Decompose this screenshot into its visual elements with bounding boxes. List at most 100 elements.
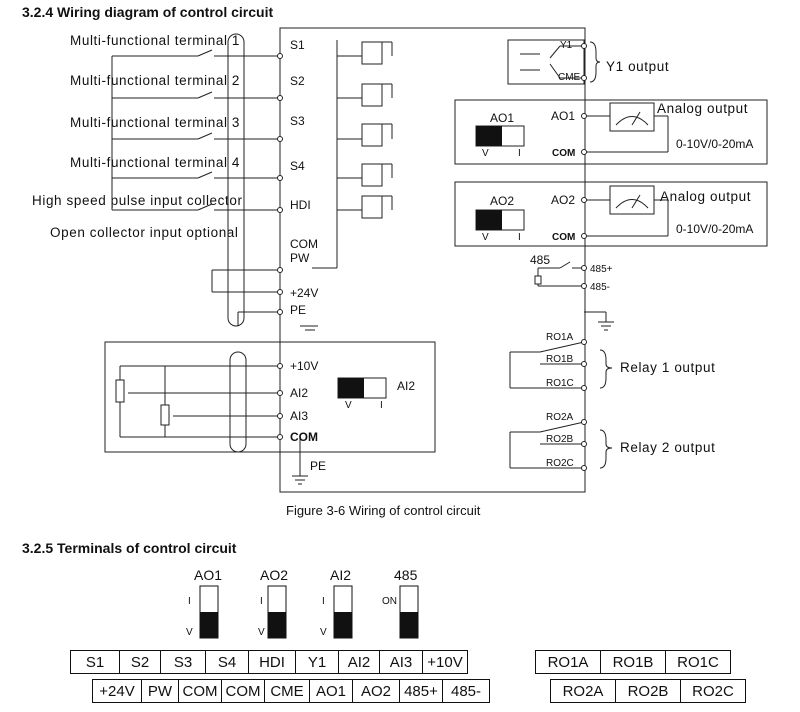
- optocoupler-column: [312, 40, 393, 269]
- dip-ao2-bottom: V: [258, 627, 265, 638]
- terminal-cell: S3: [160, 650, 206, 674]
- ao2-switch-v: V: [482, 232, 489, 243]
- ao2-switch-i: I: [518, 232, 521, 243]
- terminal-cell: 485+: [399, 679, 443, 703]
- dip-ao2-top: I: [260, 596, 263, 607]
- ao2-term: AO2: [551, 193, 575, 207]
- relay2-label: Relay 2 output: [620, 440, 715, 455]
- dip-485-name: 485: [394, 567, 418, 583]
- relay2-c: RO2C: [546, 458, 574, 469]
- potentiometer-wiring: [115, 325, 318, 485]
- left-label-2: Multi-functional terminal 2: [70, 73, 240, 88]
- dip-485-top: ON: [382, 596, 397, 607]
- terminal-cell: AO1: [309, 679, 353, 703]
- dip-ao1-top: I: [188, 596, 191, 607]
- terminal-cell: +10V: [422, 650, 468, 674]
- analog-input-box: [104, 341, 436, 453]
- terminal-cell: 485-: [442, 679, 490, 703]
- ai2-switch-label: AI2: [397, 379, 415, 393]
- relay1-wiring: [509, 339, 613, 391]
- dip-ai2-bottom: V: [320, 627, 327, 638]
- rs485-plus: 485+: [590, 264, 613, 275]
- term-s4: S4: [290, 159, 305, 173]
- ao2-analog-label: Analog output: [660, 189, 751, 204]
- terminal-cell: AI2: [338, 650, 380, 674]
- ai2-switch: [337, 377, 387, 399]
- relay-cell: RO2A: [550, 679, 616, 703]
- ao1-analog-label: Analog output: [657, 101, 748, 116]
- terminal-row-bottom: +24V PW COM COM CME AO1 AO2 485+ 485-: [92, 679, 490, 703]
- term-s2: S2: [290, 74, 305, 88]
- term-s1: S1: [290, 38, 305, 52]
- term-s3: S3: [290, 114, 305, 128]
- terminal-cell: +24V: [92, 679, 142, 703]
- y1-block: [507, 39, 601, 85]
- terminal-cell: S2: [119, 650, 161, 674]
- relay1-c: RO1C: [546, 378, 574, 389]
- relay-cell: RO1A: [535, 650, 601, 674]
- dip-ao2-name: AO2: [260, 567, 288, 583]
- term-ai2: AI2: [290, 386, 308, 400]
- dip-ai2-name: AI2: [330, 567, 351, 583]
- ao2-switch-label: AO2: [490, 194, 514, 208]
- cme-term: CME: [558, 72, 581, 83]
- input-switch-lines: [111, 33, 278, 327]
- relay1-b: RO1B: [546, 354, 574, 365]
- terminal-cell: COM: [178, 679, 222, 703]
- relay1-label: Relay 1 output: [620, 360, 715, 375]
- left-label-1: Multi-functional terminal 1: [70, 33, 240, 48]
- terminal-cell: Y1: [295, 650, 339, 674]
- ai2-switch-v: V: [345, 400, 352, 411]
- relay-row-top: RO1A RO1B RO1C: [535, 650, 731, 674]
- term-pw: PW: [290, 251, 310, 265]
- left-label-4: Multi-functional terminal 4: [70, 155, 240, 170]
- ao1-term: AO1: [551, 109, 575, 123]
- left-label-6: Open collector input optional: [50, 225, 239, 240]
- relay-cell: RO1C: [665, 650, 731, 674]
- term-pe2: PE: [310, 459, 326, 473]
- left-label-5: High speed pulse input collector: [32, 193, 243, 208]
- term-10v: +10V: [290, 359, 318, 373]
- dip-ai2-top: I: [322, 596, 325, 607]
- ai2-switch-i: I: [380, 400, 383, 411]
- figure-caption: Figure 3-6 Wiring of control circuit: [286, 503, 481, 518]
- rs485-minus: 485-: [590, 282, 610, 293]
- relay2-wiring: [509, 419, 613, 471]
- y1-output-label: Y1 output: [606, 59, 669, 74]
- ao1-block: [454, 99, 768, 165]
- rs485-wiring: [534, 261, 614, 331]
- wiring-diagram: Multi-functional terminal 1 Multi-functi…: [32, 27, 768, 493]
- terminal-cell: AO2: [352, 679, 400, 703]
- dip-ao1-lever: [200, 612, 218, 638]
- ao1-com: COM: [552, 148, 575, 159]
- dip-ao1-name: AO1: [194, 567, 222, 583]
- term-hdi: HDI: [290, 198, 311, 212]
- rs485-name: 485: [530, 253, 550, 267]
- terminal-cell: CME: [264, 679, 310, 703]
- term-24v: +24V: [290, 286, 318, 300]
- terminal-cell: AI3: [379, 650, 423, 674]
- terminal-cell: HDI: [248, 650, 296, 674]
- relay1-a: RO1A: [546, 332, 574, 343]
- relay-cell: RO2C: [680, 679, 746, 703]
- relay-cell: RO2B: [615, 679, 681, 703]
- ao1-switch-v: V: [482, 148, 489, 159]
- drive-box: [279, 27, 586, 493]
- dip-ao1-bottom: V: [186, 627, 193, 638]
- relay2-b: RO2B: [546, 434, 574, 445]
- terminal-row-top: S1 S2 S3 S4 HDI Y1 AI2 AI3 +10V: [70, 650, 468, 674]
- ao1-switch-label: AO1: [490, 111, 514, 125]
- terminal-cell: S4: [205, 650, 249, 674]
- ao2-com: COM: [552, 232, 575, 243]
- wiring-section-title: 3.2.4 Wiring diagram of control circuit: [22, 4, 274, 20]
- dip-ao2-lever: [268, 612, 286, 638]
- y1-term: Y1: [560, 40, 573, 51]
- terminal-cell: PW: [141, 679, 179, 703]
- term-com: COM: [290, 237, 318, 251]
- terminal-dots: [277, 53, 283, 315]
- relay2-a: RO2A: [546, 412, 574, 423]
- term-com2: COM: [290, 430, 318, 444]
- terminals-section-title: 3.2.5 Terminals of control circuit: [22, 540, 237, 556]
- ao2-range: 0-10V/0-20mA: [676, 222, 753, 236]
- relay-cell: RO1B: [600, 650, 666, 674]
